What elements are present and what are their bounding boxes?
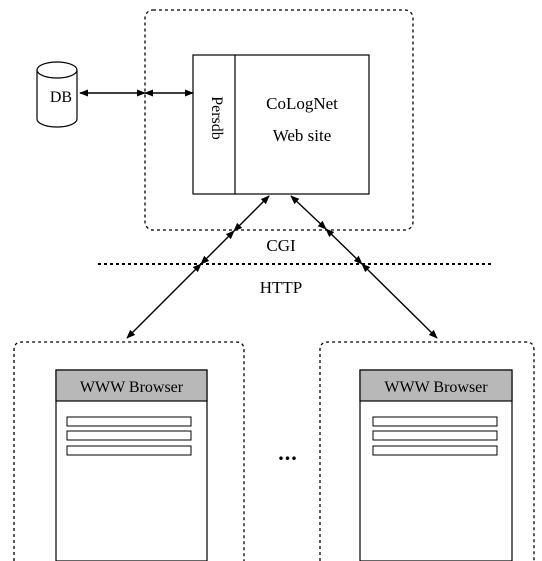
right-client-arrow <box>361 263 438 339</box>
left-browser-line-3 <box>66 445 192 456</box>
left-cgi-arrow <box>233 195 270 232</box>
server-boundary <box>144 9 414 231</box>
right-browser-line-2 <box>372 430 498 441</box>
right-browser-window: WWW Browser <box>359 369 513 561</box>
right-browser-titlebar <box>359 369 513 402</box>
left-browser-line-1 <box>66 416 192 427</box>
left-browser-window: WWW Browser <box>55 369 208 561</box>
left-browser-titlebar <box>55 369 208 402</box>
web-site-title-line2: Web site <box>273 126 332 145</box>
right-browser-title: WWW Browser <box>384 379 488 396</box>
left-http-arrow <box>200 230 235 265</box>
web-site-box <box>192 54 370 195</box>
database-label: DB <box>50 89 72 106</box>
cgi-label: CGI <box>266 236 296 255</box>
persdb-label: Persdb <box>208 96 225 140</box>
left-client-boundary <box>13 341 245 561</box>
right-cgi-arrow <box>290 195 327 230</box>
web-site-title-line1: CoLogNet <box>266 94 338 113</box>
left-browser-line-2 <box>66 430 192 441</box>
database-icon <box>36 61 78 128</box>
right-http-arrow <box>325 228 363 265</box>
http-label: HTTP <box>260 278 303 297</box>
right-browser-line-1 <box>372 416 498 427</box>
left-client-arrow <box>126 263 202 339</box>
left-browser-title: WWW Browser <box>80 379 184 396</box>
ellipsis: ... <box>278 440 298 465</box>
right-browser-line-3 <box>372 445 498 456</box>
